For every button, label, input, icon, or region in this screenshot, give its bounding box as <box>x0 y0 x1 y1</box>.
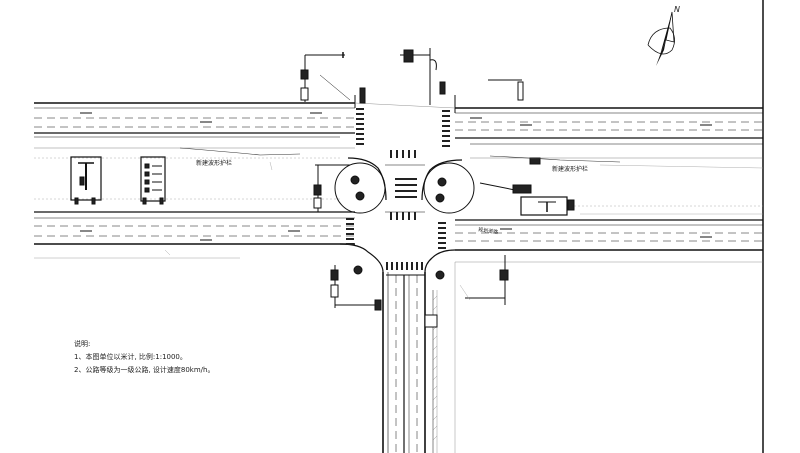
north-label: N <box>674 5 680 14</box>
south-median-hatch <box>432 295 438 441</box>
signal-pole-north <box>359 48 446 105</box>
signal-pole-sw <box>330 265 382 311</box>
central-islands <box>334 162 475 214</box>
guardrail-label-left: 新建波形护栏 <box>196 159 232 167</box>
guide-sign-c <box>520 196 575 216</box>
east-road <box>455 107 763 251</box>
signal-pole-nw <box>300 52 351 102</box>
signal-pole-se <box>424 255 509 328</box>
road-label: 规划道路 <box>478 226 499 236</box>
north-arrow-icon: N <box>647 5 680 66</box>
signal-pole-east-island <box>435 157 541 203</box>
east-lane-arrows <box>470 117 712 238</box>
notes-title: 说明: <box>74 340 91 348</box>
notes-block: 说明: 1、本图单位以米计, 比例:1:1000。 2、公路等级为一级公路, 设… <box>74 338 374 377</box>
west-lane-arrows <box>80 112 322 241</box>
guide-sign-a <box>70 156 102 205</box>
note-item-1: 1、本图单位以米计, 比例:1:1000。 <box>74 353 187 361</box>
guardrail-lines <box>179 147 621 163</box>
north-road <box>354 95 456 113</box>
curb-returns <box>339 157 463 273</box>
guide-sign-b <box>140 156 166 205</box>
crosswalk-east <box>438 110 450 249</box>
south-road <box>382 261 763 453</box>
guardrail-label-right: 新建波形护栏 <box>552 165 588 173</box>
crosswalk-west <box>346 108 364 245</box>
west-road <box>34 102 355 259</box>
signal-pole-ne <box>488 79 524 101</box>
note-item-2: 2、公路等级为一级公路, 设计速度80km/h。 <box>74 366 215 374</box>
crosswalk-center <box>390 150 417 220</box>
misc-details <box>164 161 764 301</box>
crosswalk-south <box>386 262 423 270</box>
signal-pole-west-island <box>313 164 365 212</box>
